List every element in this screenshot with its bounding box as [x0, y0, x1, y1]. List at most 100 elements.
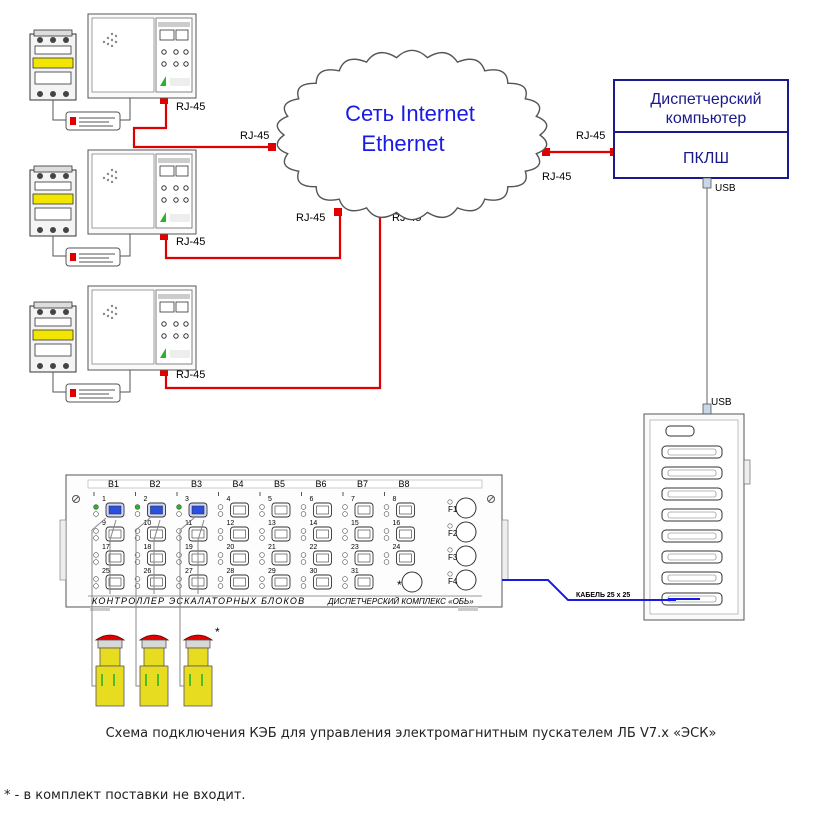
distribution-panel [643, 413, 751, 621]
socket-8: 8 [383, 496, 415, 518]
controller-name: КОНТРОЛЛЕР ЭСКАЛАТОРНЫХ БЛОКОВ [92, 596, 305, 606]
svg-text:F1: F1 [448, 505, 458, 514]
group-label: B5 [274, 479, 285, 489]
fuse-F2: F2 [447, 521, 477, 543]
svg-text:27: 27 [185, 568, 193, 575]
lb-unit-3 [29, 285, 197, 403]
socket-18: 18 [134, 544, 166, 566]
rj45-label: RJ-45 [576, 130, 605, 142]
dispatcher-computer: Диспетчерский компьютер ПКЛШ [613, 79, 789, 179]
socket-22: 22 [300, 544, 332, 566]
group-label: B6 [316, 479, 327, 489]
svg-text:15: 15 [351, 520, 359, 527]
svg-text:10: 10 [144, 520, 152, 527]
controller-cable: КАБЕЛЬ 25 х 25 [502, 579, 676, 601]
button-asterisk: * [215, 625, 220, 639]
svg-text:6: 6 [310, 496, 314, 503]
db25-port [661, 508, 723, 522]
group-label: B8 [399, 479, 410, 489]
svg-text:30: 30 [310, 568, 318, 575]
cloud-title-line1: Сеть Internet [345, 101, 475, 126]
rj45-label: RJ-45 [296, 212, 325, 224]
svg-text:18: 18 [144, 544, 152, 551]
socket-4: 4 [217, 496, 249, 518]
usb-cable: USB USB [702, 177, 736, 415]
usb-label-bottom: USB [711, 397, 732, 408]
db25-port [661, 529, 723, 543]
rj45-label: RJ-45 [176, 369, 205, 381]
socket-14: 14 [300, 520, 332, 542]
socket-31: 31 [342, 568, 374, 590]
fuse-F1: F1 [447, 497, 477, 519]
svg-text:F2: F2 [448, 529, 458, 538]
controller-asterisk: * [397, 578, 402, 592]
socket-15: 15 [342, 520, 374, 542]
db25-port [661, 550, 723, 564]
socket-21: 21 [259, 544, 291, 566]
socket-6: 6 [300, 496, 332, 518]
socket-30: 30 [300, 568, 332, 590]
svg-text:2: 2 [144, 496, 148, 503]
svg-text:24: 24 [393, 544, 401, 551]
svg-text:13: 13 [268, 520, 276, 527]
svg-text:19: 19 [185, 544, 193, 551]
dispatcher-module: ПКЛШ [683, 150, 729, 167]
socket-29: 29 [259, 568, 291, 590]
socket-20: 20 [217, 544, 249, 566]
svg-text:12: 12 [227, 520, 235, 527]
svg-text:9: 9 [102, 520, 106, 527]
fuse-F4: F4 [447, 569, 477, 591]
svg-text:16: 16 [393, 520, 401, 527]
emergency-button-2 [135, 517, 170, 707]
emergency-button-3 [179, 517, 214, 707]
socket-3: 3 [176, 496, 208, 518]
svg-text:14: 14 [310, 520, 318, 527]
svg-text:29: 29 [268, 568, 276, 575]
fuse-F3: F3 [447, 545, 477, 567]
rj45-label: RJ-45 [542, 171, 571, 183]
socket-23: 23 [342, 544, 374, 566]
cable-label: КАБЕЛЬ 25 х 25 [576, 592, 630, 599]
controller-brand: ДИСПЕТЧЕРСКИЙ КОМПЛЕКС «ОБЬ» [327, 597, 474, 606]
group-label: B7 [357, 479, 368, 489]
svg-text:5: 5 [268, 496, 272, 503]
cloud-title-line2: Ethernet [361, 131, 444, 156]
svg-text:20: 20 [227, 544, 235, 551]
svg-text:26: 26 [144, 568, 152, 575]
group-label: B3 [191, 479, 202, 489]
db25-port [661, 445, 723, 459]
socket-28: 28 [217, 568, 249, 590]
db25-port [661, 487, 723, 501]
footnote: * - в комплект поставки не входит. [4, 788, 246, 803]
dispatcher-title-line2: компьютер [666, 110, 747, 127]
svg-text:11: 11 [185, 520, 192, 527]
svg-text:4: 4 [227, 496, 231, 503]
socket-5: 5 [259, 496, 291, 518]
svg-text:8: 8 [393, 496, 397, 503]
group-label: B1 [108, 479, 119, 489]
socket-1: 1 [93, 496, 125, 518]
internet-cloud: Сеть Internet Ethernet [276, 49, 548, 221]
svg-text:23: 23 [351, 544, 359, 551]
db25-port [661, 571, 723, 585]
socket-2: 2 [134, 496, 166, 518]
svg-text:7: 7 [351, 496, 355, 503]
socket-16: 16 [383, 520, 415, 542]
group-label: B4 [233, 479, 244, 489]
svg-text:25: 25 [102, 568, 110, 575]
lb-unit-2 [29, 149, 197, 267]
socket-12: 12 [217, 520, 249, 542]
svg-text:3: 3 [185, 496, 189, 503]
svg-text:28: 28 [227, 568, 235, 575]
socket-24: 24 [383, 544, 415, 566]
socket-7: 7 [342, 496, 374, 518]
emergency-button-1 [91, 517, 126, 707]
svg-text:F3: F3 [448, 553, 458, 562]
svg-text:21: 21 [268, 544, 276, 551]
svg-text:17: 17 [102, 544, 110, 551]
rj45-label: RJ-45 [176, 101, 205, 113]
socket-13: 13 [259, 520, 291, 542]
